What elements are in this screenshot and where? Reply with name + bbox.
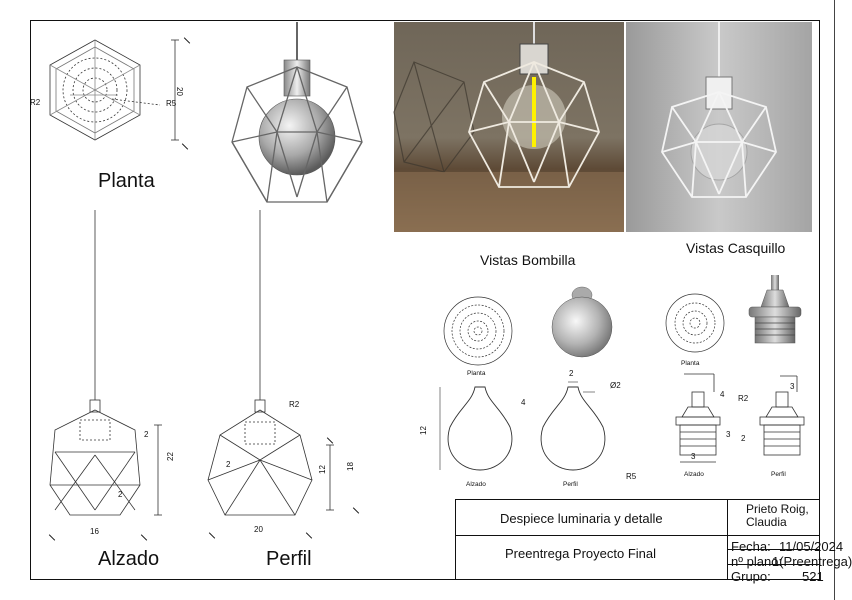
drawing-frame: [30, 20, 820, 580]
casquillo-section-title: Vistas Casquillo: [686, 240, 786, 256]
lamp-3d-render: [231, 22, 363, 203]
bombilla-perfil-drawing: [540, 381, 606, 471]
casquillo-dim-3b: 3: [790, 382, 795, 391]
bombilla-dim-4: 4: [521, 398, 526, 407]
alzado-label: Alzado: [98, 548, 160, 570]
bombilla-dim-2: 2: [569, 369, 574, 378]
grupo-label: Grupo:: [731, 569, 771, 584]
fecha-label: Fecha:: [731, 539, 771, 554]
alzado-drawing: [49, 210, 162, 516]
perfil-dim-12: 12: [317, 465, 327, 474]
planta-dim-r5: R5: [166, 99, 177, 108]
fecha-value: 11/05/2024: [779, 539, 844, 554]
planta-dim-r2: R2: [30, 98, 41, 107]
bombilla-planta-label: Planta: [467, 370, 486, 377]
casquillo-planta-drawing: [665, 293, 725, 353]
plano-label: nº plano:: [731, 554, 783, 569]
planta-label: Planta: [98, 170, 155, 192]
casquillo-alzado-drawing: [675, 373, 721, 463]
alzado-dim-22: 22: [165, 452, 175, 461]
planta-dim-20: 20: [174, 87, 184, 96]
bombilla-alzado-label: Alzado: [466, 481, 486, 488]
bombilla-dim-12: 12: [418, 426, 428, 435]
perfil-drawing: [207, 210, 334, 516]
bombilla-3d-render: [551, 286, 613, 358]
perfil-dim-18: 18: [345, 462, 355, 471]
casquillo-planta-label: Planta: [681, 360, 700, 367]
author-name: Prieto Roig, Claudia: [746, 502, 809, 529]
casquillo-alzado-label: Alzado: [684, 471, 704, 478]
alzado-dim-2b: 2: [118, 490, 123, 499]
bombilla-perfil-label: Perfil: [563, 481, 578, 488]
casquillo-dim-3a: 3: [726, 430, 731, 439]
casquillo-perfil-label: Perfil: [771, 471, 786, 478]
sheet-edge-line: [834, 0, 835, 600]
perfil-dim-20: 20: [254, 525, 263, 534]
alzado-dim-16: 16: [90, 527, 99, 536]
lamp-photo-grey: [626, 22, 812, 232]
grupo-row: [727, 564, 820, 580]
casquillo-dim-4: 4: [720, 390, 725, 399]
perfil-dim-r2: R2: [289, 400, 300, 409]
perfil-label: Perfil: [266, 548, 312, 570]
casquillo-dim-2: 2: [741, 434, 746, 443]
casquillo-dim-3c: 3: [691, 452, 696, 461]
planta-drawing: [49, 39, 179, 141]
lamp-photo-lit: [393, 22, 624, 232]
drawing-title: Despiece luminaria y detalle: [500, 511, 663, 526]
drawing-subtitle: Preentrega Proyecto Final: [505, 546, 657, 561]
alzado-dim-2: 2: [144, 430, 149, 439]
bombilla-dim-o2: Ø2: [610, 381, 621, 390]
perfil-dim-2: 2: [226, 460, 231, 469]
bombilla-dim-r5: R5: [626, 472, 637, 481]
casquillo-dim-r2: R2: [738, 394, 749, 403]
bombilla-alzado-drawing: [439, 386, 513, 471]
plano-value: 1(Preentrega): [772, 554, 852, 569]
grupo-value: 521: [802, 569, 824, 584]
bombilla-section-title: Vistas Bombilla: [480, 252, 576, 268]
casquillo-perfil-drawing: [759, 375, 805, 456]
casquillo-3d-render: [748, 275, 802, 344]
bombilla-planta-drawing: [443, 296, 513, 366]
